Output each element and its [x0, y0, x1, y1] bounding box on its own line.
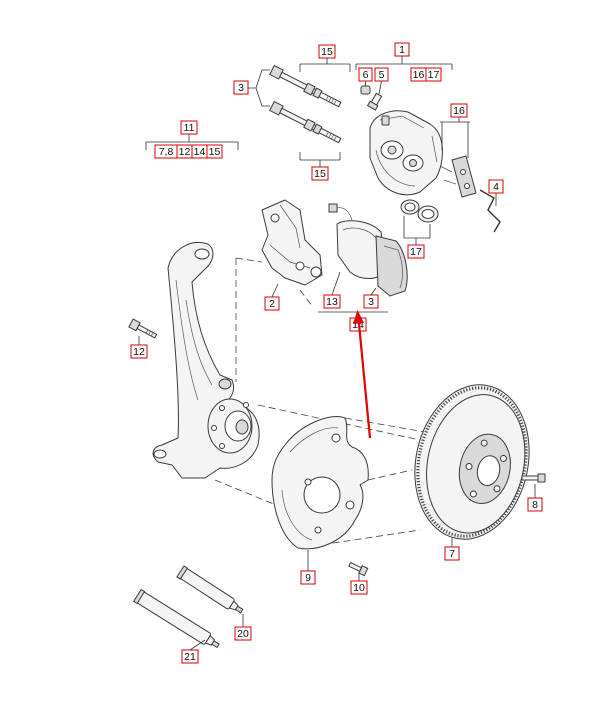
svg-text:12: 12	[179, 146, 191, 158]
brake-pads	[328, 203, 408, 297]
grease-tube-small	[176, 565, 244, 614]
callout-10: 10	[350, 580, 368, 595]
knuckle-bolt	[128, 318, 158, 339]
callout-8: 8	[527, 497, 543, 512]
caliper-bracket	[261, 199, 323, 286]
svg-text:15: 15	[321, 46, 333, 58]
dust-shield	[271, 416, 369, 550]
svg-text:10: 10	[353, 582, 365, 594]
svg-text:14: 14	[194, 146, 206, 158]
svg-text:13: 13	[326, 296, 338, 308]
callout-21: 21	[181, 649, 199, 664]
callout-5: 5	[374, 67, 389, 82]
bleeder-cap	[360, 85, 371, 95]
callout-set-14: 14	[191, 144, 208, 159]
svg-text:15: 15	[209, 146, 221, 158]
svg-text:17: 17	[410, 246, 422, 258]
callout-top-16: 16	[410, 67, 427, 82]
retaining-spring	[479, 189, 501, 233]
upper-guide-bolt	[269, 64, 342, 108]
wheel-hub	[207, 398, 253, 454]
callout-top-17: 17	[425, 67, 442, 82]
upper-guide-bushing	[303, 82, 316, 96]
callout-11: 11	[180, 120, 198, 135]
callout-set-12: 12	[176, 144, 193, 159]
callout-top-3: 3	[233, 80, 249, 95]
svg-text:7: 7	[449, 548, 455, 560]
callout-set-15: 15	[206, 144, 223, 159]
svg-text:3: 3	[368, 296, 374, 308]
svg-text:5: 5	[379, 69, 385, 81]
callout-4: 4	[488, 179, 504, 194]
callout-6: 6	[358, 67, 373, 82]
svg-text:12: 12	[133, 346, 145, 358]
svg-text:6: 6	[363, 69, 369, 81]
callout-1: 1	[394, 42, 410, 57]
svg-text:20: 20	[237, 628, 249, 640]
svg-text:2: 2	[269, 298, 275, 310]
disc-screw	[521, 473, 546, 483]
callout-lower-17: 17	[407, 244, 425, 259]
svg-text:4: 4	[493, 181, 499, 193]
svg-text:16: 16	[453, 105, 465, 117]
callout-knuckle-12: 12	[130, 344, 148, 359]
svg-text:11: 11	[184, 122, 195, 134]
callout-pad-3: 3	[363, 294, 379, 309]
callout-7: 7	[444, 546, 460, 561]
lower-guide-bushing	[303, 118, 316, 132]
highlight-arrow	[353, 310, 372, 439]
grease-tube-large	[133, 588, 220, 649]
pad-sensor-plug	[328, 203, 338, 213]
svg-text:1: 1	[399, 44, 405, 56]
lower-guide-bolt	[269, 100, 342, 144]
brake-disc	[414, 384, 530, 540]
callout-top-15: 15	[318, 44, 336, 59]
svg-text:16: 16	[413, 69, 425, 81]
callout-7-8: 7,8	[154, 144, 178, 159]
svg-text:9: 9	[305, 572, 311, 584]
svg-text:7,8: 7,8	[159, 146, 174, 158]
svg-text:21: 21	[184, 651, 196, 663]
shield-screw	[348, 562, 369, 577]
piston-seals	[400, 199, 439, 223]
pad-wear-sensor	[439, 155, 477, 198]
callout-right-16: 16	[450, 103, 468, 118]
callout-20: 20	[234, 626, 252, 641]
svg-text:15: 15	[314, 168, 326, 180]
svg-text:17: 17	[428, 69, 440, 81]
bleeder-screw	[366, 92, 383, 111]
leader-lines	[138, 56, 536, 651]
callout-2: 2	[264, 296, 280, 311]
svg-text:3: 3	[238, 82, 244, 94]
brake-caliper	[369, 110, 443, 196]
callout-9: 9	[300, 570, 316, 585]
svg-text:8: 8	[532, 499, 538, 511]
callout-bottom-15: 15	[311, 166, 329, 181]
callout-13: 13	[323, 294, 341, 309]
